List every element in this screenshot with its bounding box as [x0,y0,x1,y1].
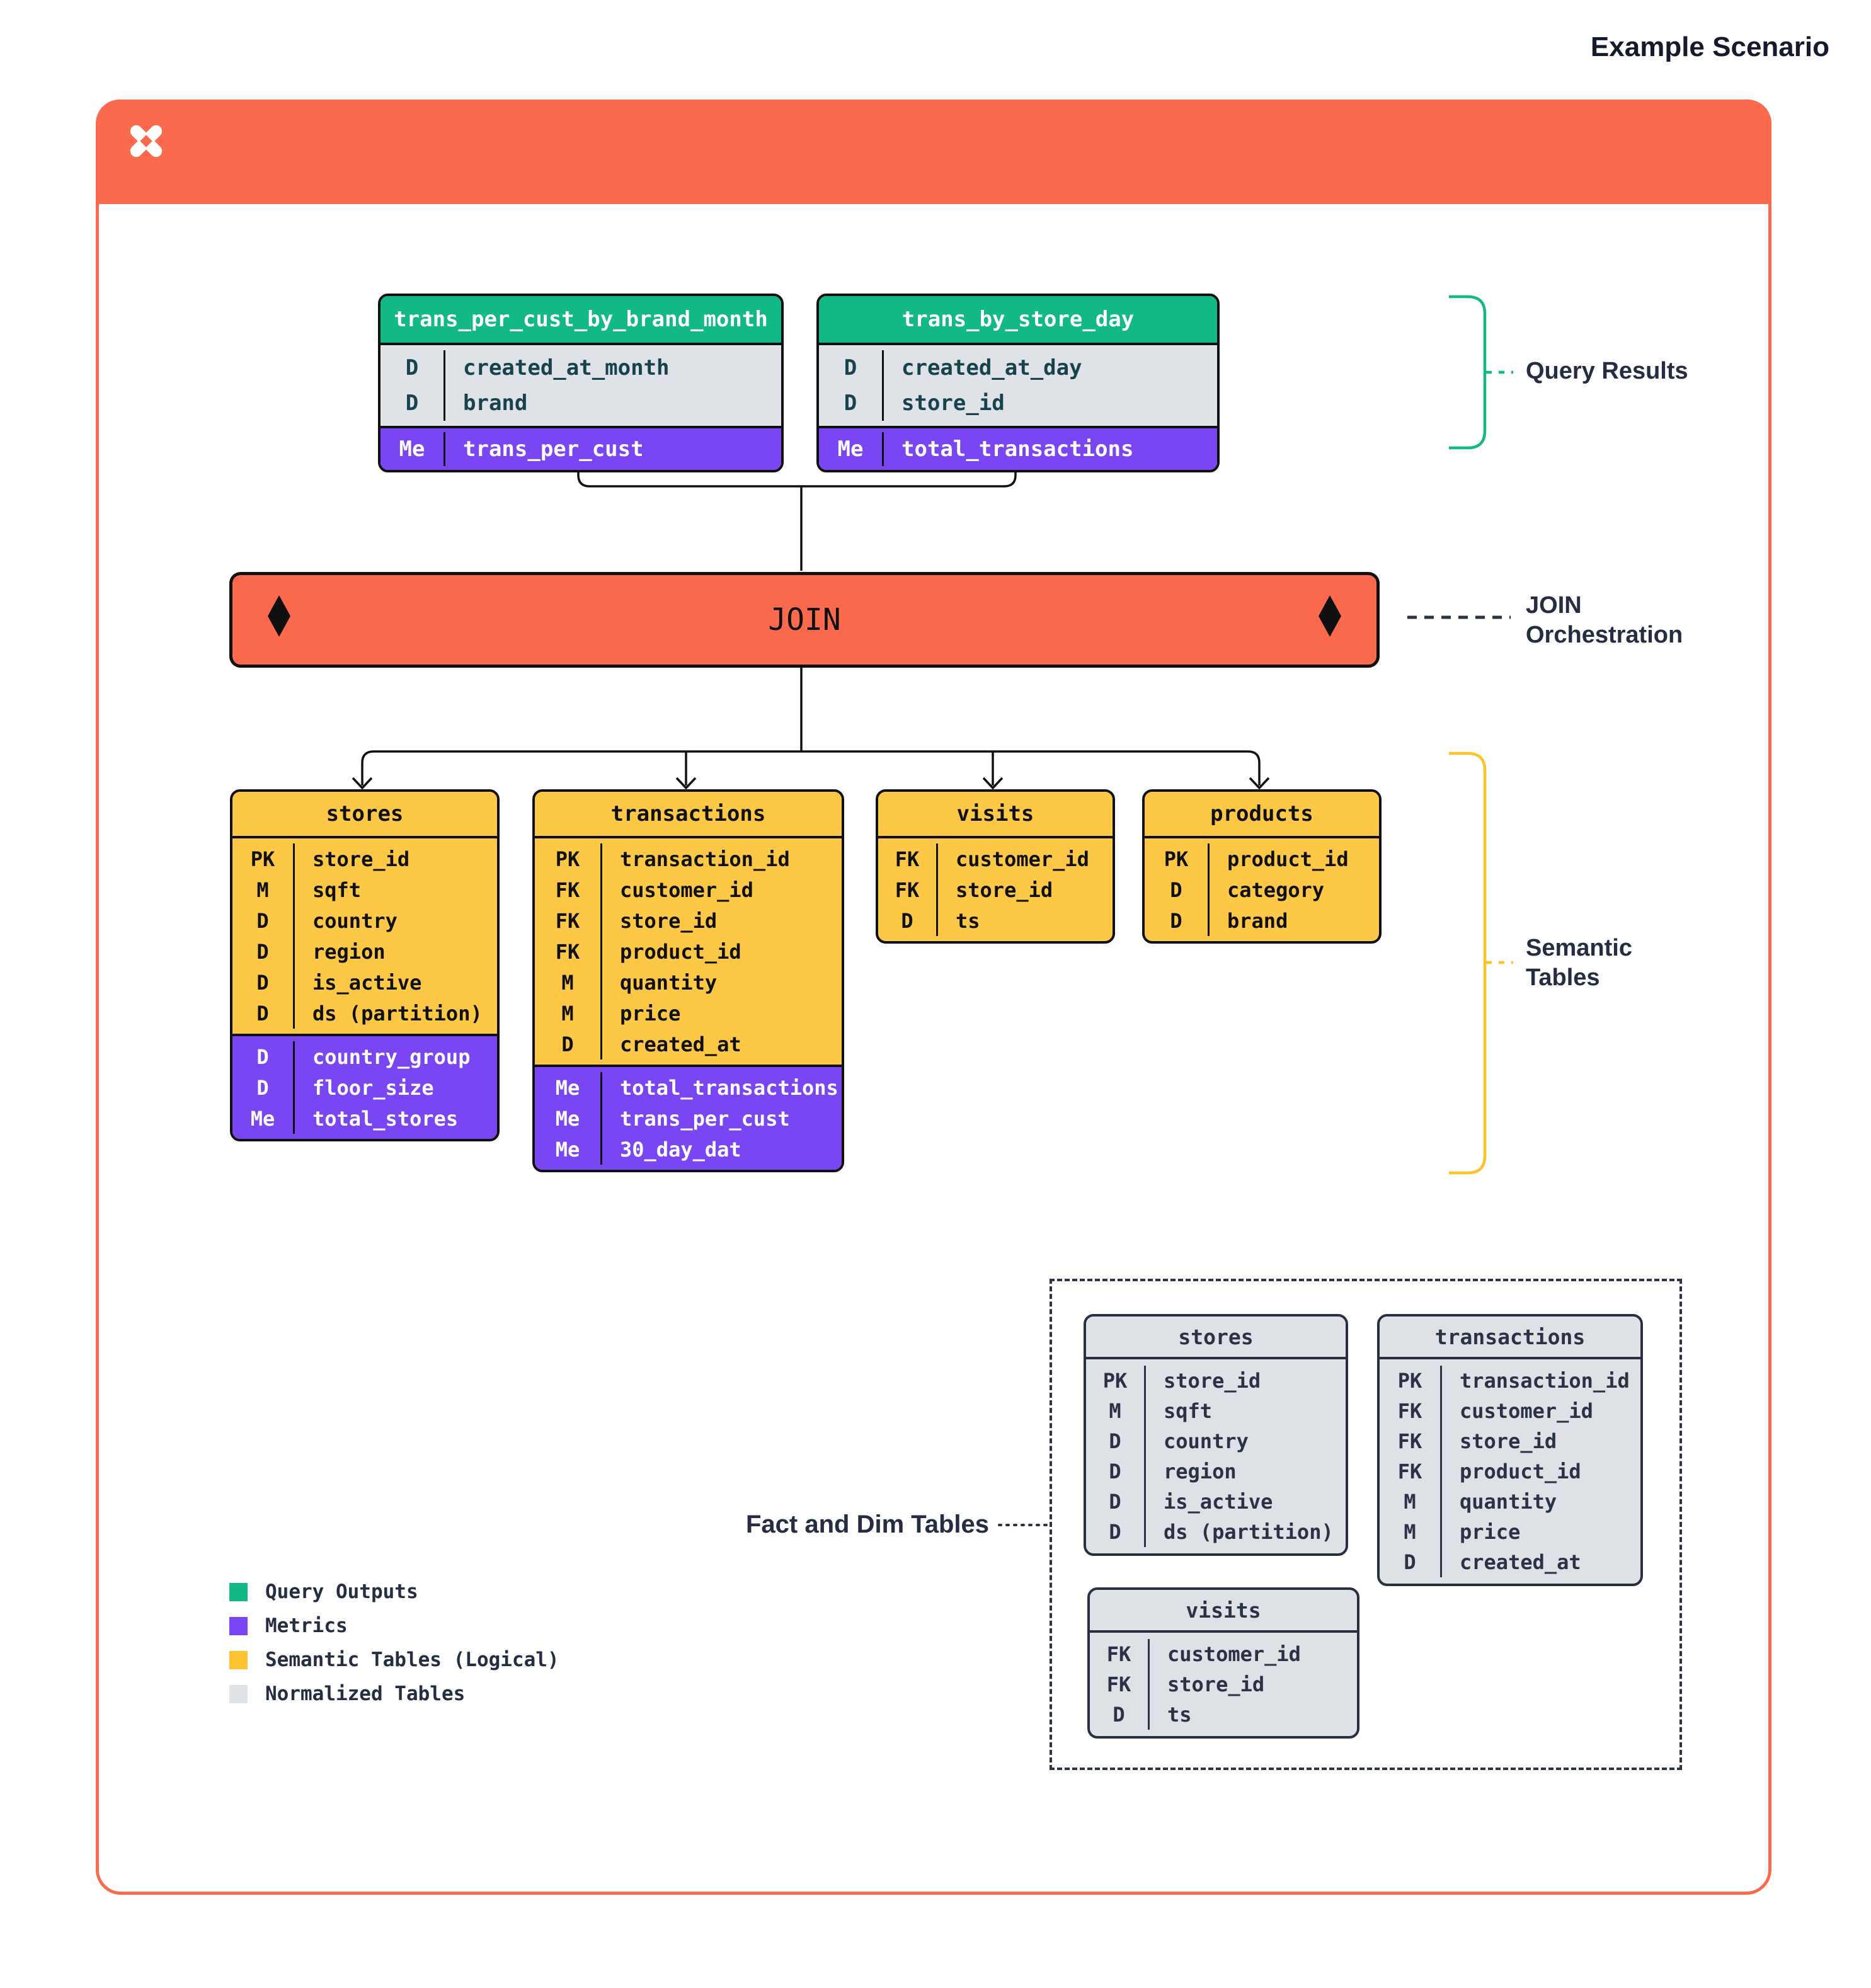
table-header: stores [1086,1317,1346,1359]
semantic-tables-label: Semantic Tables [1526,935,1632,991]
fact-dim-dotted-box [1050,1279,1682,1770]
join-label: JOIN [768,602,841,637]
join-bar: JOIN [229,572,1380,668]
table-header: transactions [1380,1317,1640,1359]
diamond-icon [268,595,290,644]
metrics-swatch-icon [229,1616,248,1635]
page-title: Example Scenario [1590,31,1829,62]
legend-item: Normalized Tables [229,1682,559,1705]
legend: Query Outputs Metrics Semantic Tables (L… [229,1580,559,1718]
legend-item: Query Outputs [229,1580,559,1603]
table-header: visits [1090,1590,1357,1633]
table-header: transactions [535,792,842,838]
legend-item: Metrics [229,1614,559,1637]
table-header: visits [878,792,1113,838]
table-header: products [1145,792,1379,838]
table-header: trans_by_store_day [819,296,1217,345]
join-orchestration-label: JOIN Orchestration [1526,592,1683,648]
header-band [96,100,1771,204]
diamond-icon [1319,595,1341,644]
pinwheel-x-logo-icon [122,117,170,168]
normalized-tables-swatch-icon [229,1684,248,1703]
fact-dim-label: Fact and Dim Tables [745,1511,989,1538]
table-header: trans_per_cust_by_brand_month [380,296,781,345]
semantic-tables-swatch-icon [229,1650,248,1669]
query-results-label: Query Results [1526,358,1688,384]
query-outputs-swatch-icon [229,1582,248,1601]
legend-item: Semantic Tables (Logical) [229,1648,559,1671]
table-header: stores [232,792,497,838]
